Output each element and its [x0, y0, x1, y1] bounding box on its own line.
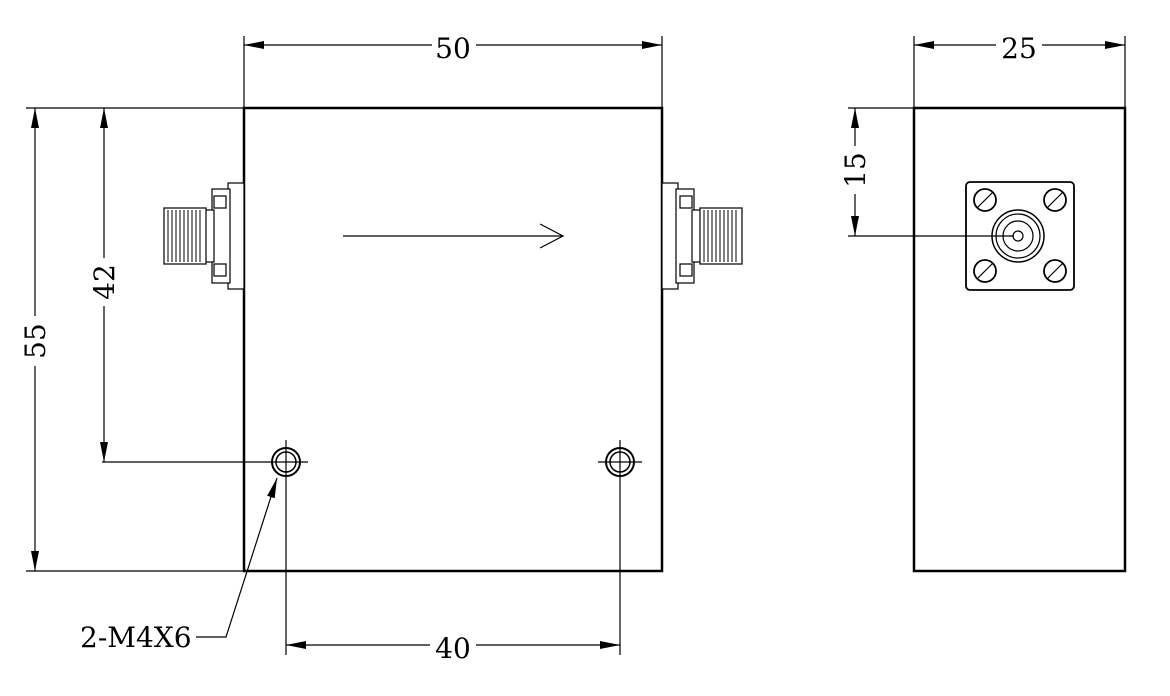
mounting-hole-left	[264, 440, 308, 486]
right-sma-connector	[661, 182, 743, 290]
left-sma-connector	[163, 182, 245, 290]
hole-callout-leader: 2-M4X6	[80, 477, 278, 654]
width-dim-label: 50	[435, 32, 471, 65]
front-view: 50 55 42 40 2-M4X6	[19, 32, 743, 665]
flange-screw-tl	[973, 188, 997, 212]
hole-offset-dim-label: 42	[88, 264, 121, 300]
dimension-height-55: 55	[19, 107, 244, 572]
dimension-connector-offset-15: 15	[839, 107, 1014, 237]
device-body-front	[242, 106, 664, 573]
connector-offset-dim-label: 15	[839, 152, 872, 188]
flange-screw-tr	[1043, 188, 1067, 212]
dimension-width-50: 50	[243, 32, 663, 108]
flange-screw-bl	[973, 259, 997, 283]
dimension-hole-offset-42: 42	[88, 108, 264, 463]
mounting-hole-right	[598, 440, 642, 486]
dimension-hole-spacing-40: 40	[285, 486, 621, 665]
signal-direction-arrow	[343, 223, 565, 249]
dimension-width-25: 25	[913, 32, 1126, 108]
height-dim-label: 55	[19, 323, 52, 359]
hole-spacing-dim-label: 40	[435, 632, 471, 665]
flange-screw-br	[1043, 259, 1067, 283]
hole-callout-label: 2-M4X6	[80, 621, 192, 654]
side-width-dim-label: 25	[1001, 32, 1037, 65]
side-view: 25 15	[839, 32, 1127, 573]
device-body-side	[912, 106, 1127, 573]
